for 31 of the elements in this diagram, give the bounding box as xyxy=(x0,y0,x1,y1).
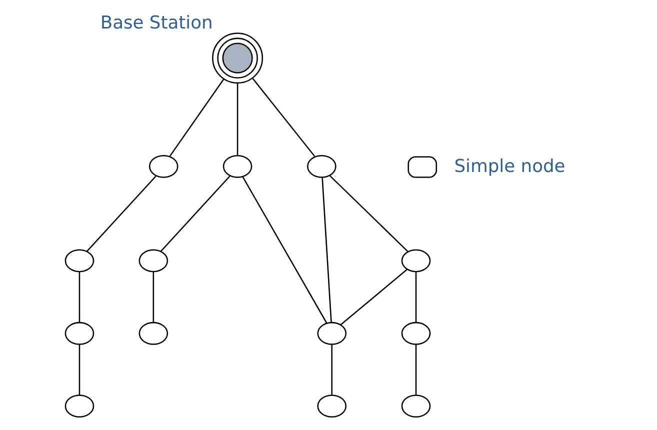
node-label: Base Station xyxy=(100,12,212,33)
connector xyxy=(78,271,80,322)
connector xyxy=(236,82,238,155)
connector xyxy=(168,78,224,156)
node-circle xyxy=(138,248,168,272)
connector xyxy=(160,175,230,252)
connector xyxy=(78,344,80,395)
node-circle xyxy=(400,394,430,418)
connector xyxy=(340,268,407,325)
node-circle xyxy=(222,154,252,178)
connector xyxy=(86,175,156,252)
connector xyxy=(328,174,408,252)
legend-label: Simple node xyxy=(454,155,565,176)
node-circle xyxy=(64,394,94,418)
connector xyxy=(321,176,332,322)
node-circle xyxy=(400,321,430,344)
node-circle xyxy=(400,248,430,272)
node-circle xyxy=(316,321,346,344)
connector xyxy=(330,344,332,395)
node-circle xyxy=(64,248,94,272)
node-circle xyxy=(138,321,168,344)
connector xyxy=(252,77,315,156)
connector xyxy=(152,271,154,322)
node-circle xyxy=(212,32,263,84)
node-circle xyxy=(148,154,178,178)
node-circle xyxy=(64,321,94,344)
node-circle xyxy=(316,394,346,418)
node-circle xyxy=(306,154,336,178)
connector xyxy=(242,176,327,324)
connector xyxy=(414,271,416,322)
connector xyxy=(414,344,416,395)
